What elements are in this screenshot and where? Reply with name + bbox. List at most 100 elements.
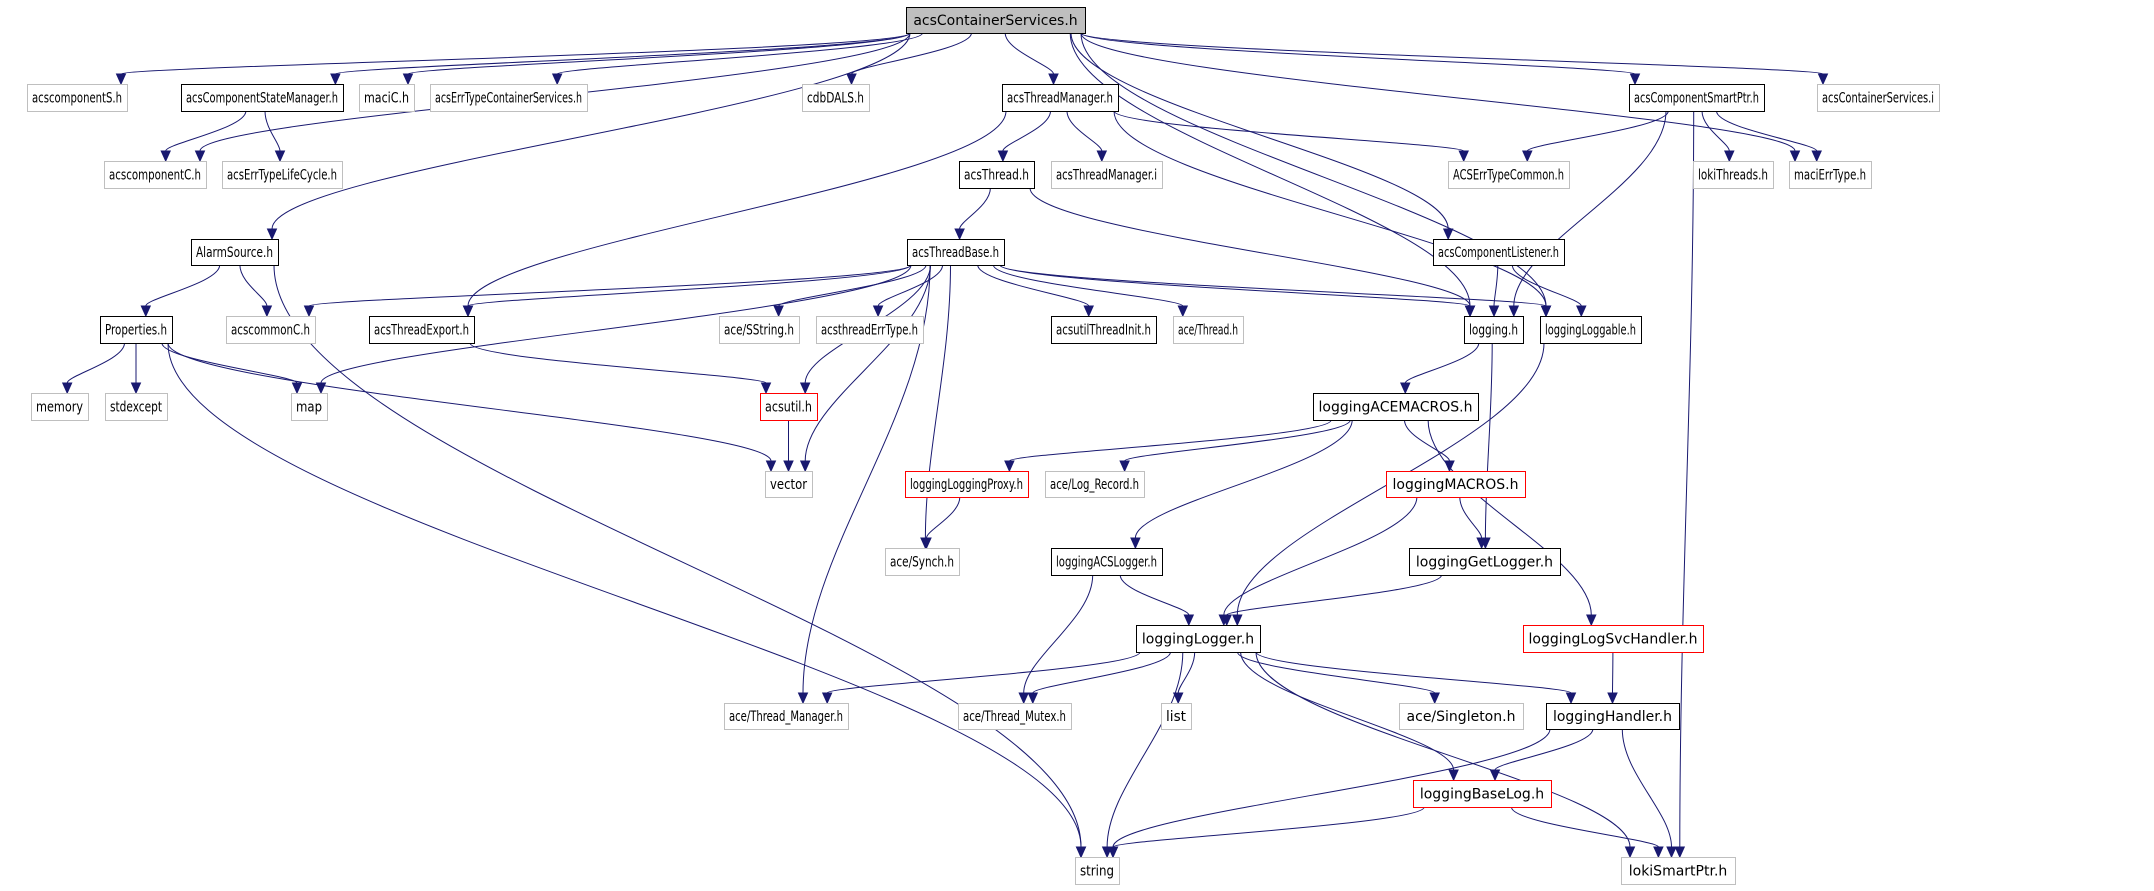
arrow-head-icon xyxy=(1488,305,1500,318)
node-box xyxy=(1002,84,1119,112)
node-box xyxy=(1540,316,1642,344)
node-box xyxy=(760,393,818,421)
edge-line xyxy=(167,342,772,462)
edge-line xyxy=(273,264,1082,848)
edge-logginglogger-h-to-ace-thread-manager-h xyxy=(821,651,1141,705)
node-label: AlarmSource.h xyxy=(196,245,273,261)
node-acsthreadmanager-i: acsThreadManager.i xyxy=(1051,161,1163,189)
edge-acscontainerservices-h-to-macierrtype-h xyxy=(1080,32,1801,163)
arrow-head-icon xyxy=(1666,846,1677,859)
edge-line xyxy=(1070,32,1449,230)
arrow-head-icon xyxy=(1789,150,1801,163)
edge-logginglogger-h-to-logginghandler-h xyxy=(1255,651,1577,705)
node-string: string xyxy=(1075,857,1120,885)
node-acscomponentstatemanager-h[interactable]: acsComponentStateManager.h xyxy=(181,84,344,112)
edge-acscontainerservices-h-to-acsthreadmanager-h xyxy=(1004,32,1059,86)
arrow-head-icon xyxy=(1221,614,1232,627)
node-map: map xyxy=(291,393,328,421)
node-logginglogsvchandler-h[interactable]: loggingLogSvcHandler.h xyxy=(1523,625,1704,653)
arrow-head-icon xyxy=(1624,846,1636,859)
node-logginglogger-h[interactable]: loggingLogger.h xyxy=(1136,625,1261,653)
arrow-head-icon xyxy=(1075,846,1087,859)
node-alarmsource-h[interactable]: AlarmSource.h xyxy=(191,239,279,266)
node-box xyxy=(181,84,344,112)
edge-line xyxy=(1237,651,1436,694)
node-box xyxy=(1789,161,1872,189)
edge-acsthread-h-to-acsthreadbase-h xyxy=(954,187,991,241)
node-acsthreadexport-h[interactable]: acsThreadExport.h xyxy=(369,316,475,344)
node-label: ace/Log_Record.h xyxy=(1050,477,1139,493)
node-loggingbaselog-h[interactable]: loggingBaseLog.h xyxy=(1413,780,1552,808)
node-macic-h: maciC.h xyxy=(359,84,415,112)
node-box xyxy=(222,161,343,189)
edge-loggingacslogger-h-to-ace-thread-mutex-h xyxy=(1018,574,1094,705)
arrow-head-icon xyxy=(1442,228,1454,241)
arrow-head-icon xyxy=(1674,846,1686,859)
node-acsthreadbase-h[interactable]: acsThreadBase.h xyxy=(907,239,1005,266)
arrow-head-icon xyxy=(1448,769,1459,782)
edge-line xyxy=(804,264,931,462)
node-label: acsThreadManager.h xyxy=(1007,91,1113,107)
node-vector: vector xyxy=(765,471,813,498)
node-ace-log-record-h: ace/Log_Record.h xyxy=(1045,471,1145,498)
arrow-head-icon xyxy=(1444,460,1455,473)
node-box xyxy=(1313,393,1479,421)
node-label: acsContainerServices.i xyxy=(1822,91,1934,107)
arrow-head-icon xyxy=(303,305,315,318)
node-acscomponentsmartptr-h[interactable]: acsComponentSmartPtr.h xyxy=(1629,84,1765,112)
edge-line xyxy=(467,264,912,307)
edge-acsthreadbase-h-to-acscommonc-h xyxy=(303,264,912,318)
edge-line xyxy=(1080,32,1824,75)
edge-line xyxy=(1112,806,1425,848)
edge-logging-h-to-loggingacemacros-h xyxy=(1400,342,1480,395)
node-label: loggingHandler.h xyxy=(1553,709,1672,725)
node-label: ace/Thread.h xyxy=(1178,323,1238,339)
node-label: string xyxy=(1080,864,1114,880)
node-loggingloggingproxy-h[interactable]: loggingLoggingProxy.h xyxy=(905,471,1029,498)
edge-line xyxy=(1002,110,1051,152)
edge-acsthreadbase-h-to-ace-thread-h xyxy=(992,264,1189,318)
arrow-head-icon xyxy=(402,73,414,86)
node-acsthreadmanager-h[interactable]: acsThreadManager.h xyxy=(1002,84,1119,112)
arrow-head-icon xyxy=(1724,150,1735,163)
node-properties-h[interactable]: Properties.h xyxy=(100,316,173,344)
node-loggingmacros-h[interactable]: loggingMACROS.h xyxy=(1386,471,1526,498)
node-logging-h[interactable]: logging.h xyxy=(1464,316,1524,344)
edge-line xyxy=(1427,419,1592,616)
edge-loggingbaselog-h-to-lokismartptr-h xyxy=(1510,806,1664,859)
edge-acscontainerservices-h-to-acscomponentlistener-h xyxy=(1070,32,1454,241)
node-label: acsErrTypeLifeCycle.h xyxy=(227,168,337,184)
arrow-head-icon xyxy=(274,150,286,163)
edge-alarmsource-h-to-properties-h xyxy=(140,264,221,318)
node-acsutilthreadinit-h[interactable]: acsutilThreadInit.h xyxy=(1051,316,1157,344)
arrow-head-icon xyxy=(1018,692,1029,705)
node-acsthread-h[interactable]: acsThread.h xyxy=(959,161,1035,189)
node-label: acsutilThreadInit.h xyxy=(1056,323,1151,339)
node-loggingacemacros-h[interactable]: loggingACEMACROS.h xyxy=(1313,393,1479,421)
node-box xyxy=(1817,84,1940,112)
node-acsutil-h[interactable]: acsutil.h xyxy=(760,393,818,421)
edge-line xyxy=(469,342,767,384)
node-acsthreaderrtype-h: acsthreadErrType.h xyxy=(816,316,924,344)
node-box xyxy=(1621,857,1736,885)
node-logginggetlogger-h[interactable]: loggingGetLogger.h xyxy=(1409,548,1561,576)
edge-line xyxy=(1716,110,1818,152)
node-acscontainerservices-h[interactable]: acsContainerServices.h xyxy=(906,7,1086,34)
edge-acscomponentstatemanager-h-to-acserrtypelifecycle-h xyxy=(264,110,286,163)
arrow-head-icon xyxy=(921,537,932,550)
arrow-head-icon xyxy=(783,460,794,473)
node-box xyxy=(100,316,173,344)
node-label: loggingBaseLog.h xyxy=(1420,787,1544,803)
arrow-head-icon xyxy=(799,382,811,395)
edge-loggingacemacros-h-to-ace-log-record-h xyxy=(1119,419,1351,473)
node-label: stdexcept xyxy=(110,400,162,416)
node-acscomponentlistener-h[interactable]: acsComponentListener.h xyxy=(1433,239,1565,266)
node-logginghandler-h[interactable]: loggingHandler.h xyxy=(1546,703,1680,730)
node-label: loggingACSLogger.h xyxy=(1056,555,1157,571)
node-label: acscomponentS.h xyxy=(32,91,122,107)
edge-line xyxy=(1106,651,1184,848)
node-loggingloggable-h[interactable]: loggingLoggable.h xyxy=(1540,316,1642,344)
node-loggingacslogger-h[interactable]: loggingACSLogger.h xyxy=(1051,548,1163,576)
arrow-head-icon xyxy=(1586,614,1597,627)
arrow-head-icon xyxy=(1096,150,1108,163)
